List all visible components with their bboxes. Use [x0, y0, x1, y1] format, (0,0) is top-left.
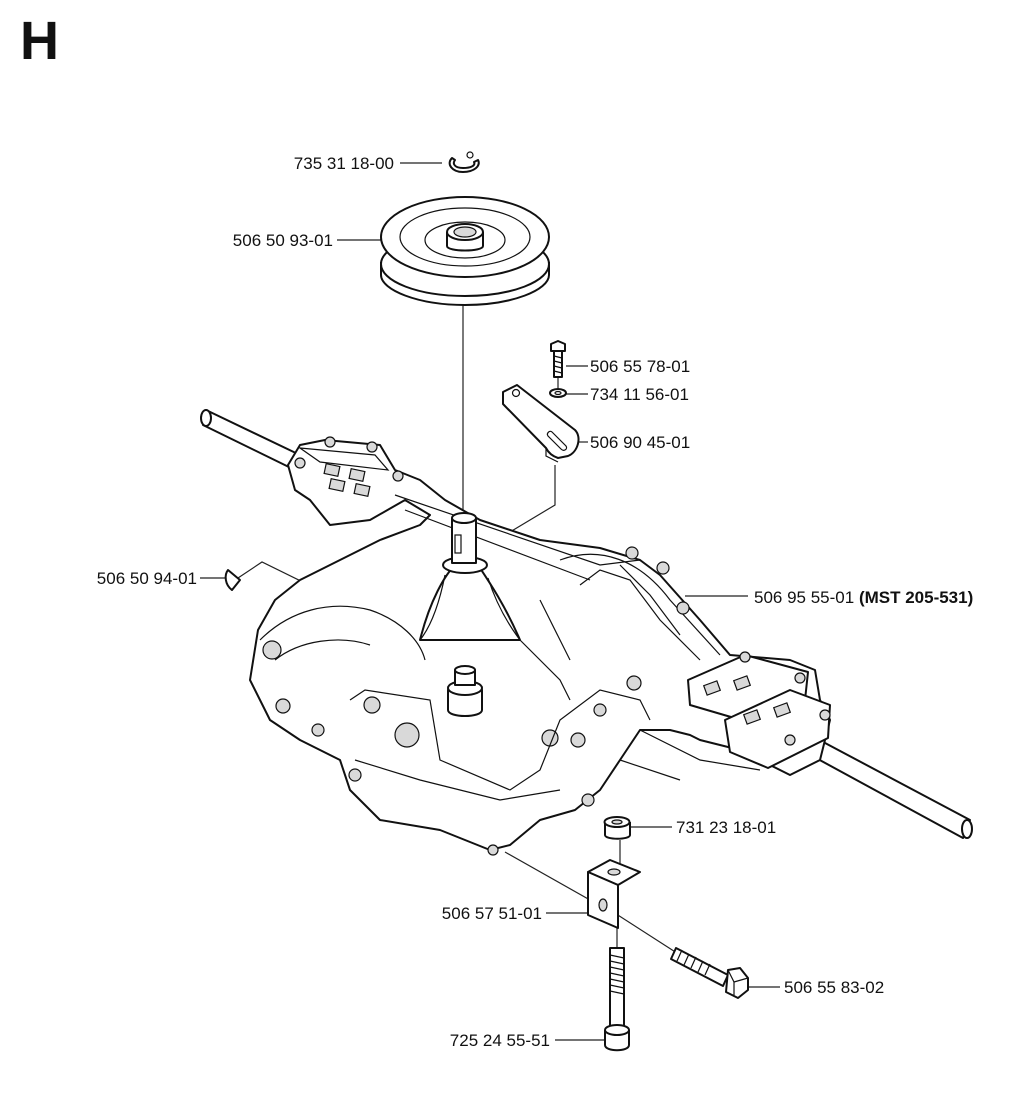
label-bracket: 506 57 51-01 [442, 904, 542, 923]
label-circlip: 735 31 18-00 [294, 154, 394, 173]
bracket-part [587, 859, 641, 929]
washer-part [549, 388, 567, 398]
plate-part [502, 384, 580, 463]
transaxle-part [200, 409, 973, 856]
small-bolt-part [550, 340, 566, 378]
section-letter: H [20, 11, 59, 71]
label-nut: 731 23 18-01 [676, 818, 776, 837]
pulley-part [380, 196, 550, 306]
label-transaxle-suffix: (MST 205-531) [859, 588, 973, 607]
label-bolt-small: 506 55 78-01 [590, 357, 690, 376]
part-labels: 735 31 18-00 506 50 93-01 506 55 78-01 7… [97, 154, 973, 1050]
label-plate: 506 90 45-01 [590, 433, 690, 452]
key-part [224, 569, 241, 591]
label-bolt-long: 506 55 83-02 [784, 978, 884, 997]
label-transaxle-number: 506 95 55-01 [754, 588, 854, 607]
nut-part [603, 816, 631, 840]
label-transaxle: 506 95 55-01 (MST 205-531) [754, 588, 973, 607]
label-pulley: 506 50 93-01 [233, 231, 333, 250]
vertical-bolt-part [604, 947, 630, 1052]
label-washer: 734 11 56-01 [590, 385, 689, 404]
long-bolt-part [670, 947, 749, 999]
circlip-part [448, 151, 480, 173]
label-key: 506 50 94-01 [97, 569, 197, 588]
label-bolt-vertical: 725 24 55-51 [450, 1031, 550, 1050]
